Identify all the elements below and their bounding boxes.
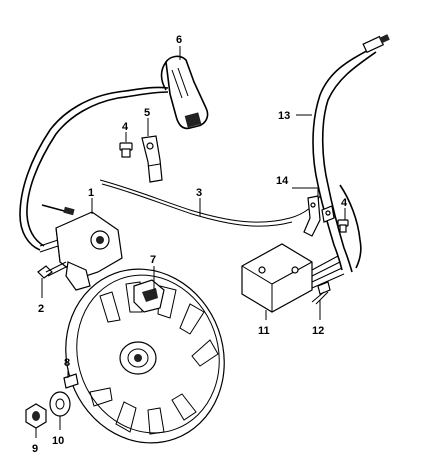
callout-13: 13 (278, 110, 290, 122)
callout-8: 8 (64, 357, 70, 369)
callout-6: 6 (176, 34, 182, 46)
ignition-coil (39, 211, 123, 291)
spark-plug-cap (160, 55, 209, 130)
callout-7: 7 (150, 254, 156, 266)
screw-left (119, 142, 133, 158)
bolt-coil (37, 261, 69, 279)
callout-1: 1 (88, 187, 94, 199)
flywheel-nut (25, 403, 47, 429)
callout-10: 10 (52, 435, 64, 447)
terminal-bracket (303, 195, 335, 237)
callout-12: 12 (312, 325, 324, 337)
callout-4-right: 4 (341, 197, 348, 209)
callout-14: 14 (276, 175, 289, 187)
screw-right (337, 219, 349, 233)
callout-11: 11 (258, 325, 270, 337)
ignition-wire (19, 86, 321, 251)
callout-9: 9 (32, 443, 38, 455)
callout-2: 2 (38, 303, 44, 315)
harness-terminal (362, 34, 390, 54)
wiring-harness (312, 47, 377, 273)
wire-terminal-left (41, 204, 75, 216)
callout-4-left: 4 (122, 121, 129, 133)
mounting-bracket (141, 135, 163, 183)
leader-lines (35, 46, 346, 438)
callout-5: 5 (144, 107, 150, 119)
cdi-module (241, 243, 345, 313)
callout-3: 3 (196, 187, 202, 199)
lock-washer (49, 391, 71, 417)
screw-module (311, 281, 331, 305)
